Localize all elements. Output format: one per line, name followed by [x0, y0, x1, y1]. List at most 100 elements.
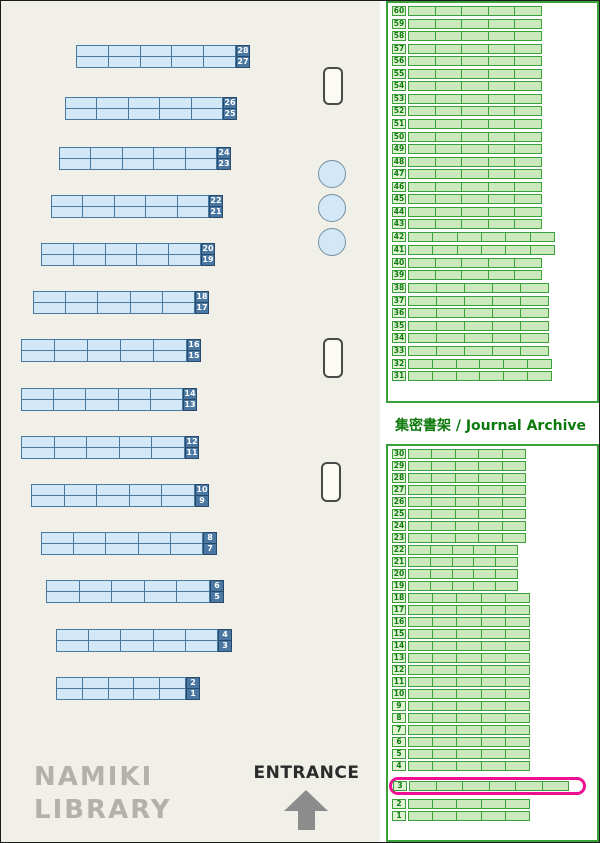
- shelf-section: [515, 133, 541, 141]
- shelf-section: [436, 19, 463, 28]
- archive-shelf: [408, 295, 549, 306]
- shelf-section: [457, 702, 482, 710]
- shelf-section: [409, 245, 434, 254]
- archive-row-45: 45: [392, 194, 597, 204]
- archive-row-25: 25: [392, 509, 597, 519]
- archive-row-19: 19: [392, 581, 597, 591]
- shelf-section: [409, 546, 431, 554]
- archive-shelf-number-33: 33: [392, 345, 406, 356]
- shelf-section: [130, 485, 163, 495]
- shelf-section: [74, 533, 107, 543]
- archive-row-50: 50: [392, 131, 597, 142]
- shelf-section: [457, 594, 482, 602]
- archive-shelf-number-58: 58: [392, 31, 406, 41]
- archive-row-28: 28: [392, 473, 597, 483]
- shelf-section: [131, 292, 163, 302]
- shelf-section: [462, 258, 489, 267]
- shelf-section: [489, 69, 516, 78]
- shelf-section: [436, 271, 463, 279]
- shelf-section: [432, 522, 456, 530]
- shelf-section: [409, 474, 433, 482]
- entrance-arrow-icon: [284, 790, 328, 830]
- shelf-section: [489, 44, 516, 53]
- shelf-section: [106, 533, 139, 543]
- shelf-section: [74, 544, 107, 554]
- archive-shelf: [408, 257, 542, 268]
- archive-shelf: [408, 81, 542, 91]
- shelf-section: [489, 220, 516, 228]
- shelf-section: [506, 738, 529, 746]
- shelf-section: [462, 207, 489, 216]
- shelf-section: [515, 271, 541, 279]
- shelf-section: [409, 570, 431, 578]
- archive-row-51: 51: [392, 118, 597, 129]
- shelf-section: [60, 159, 92, 169]
- archive-shelf: [408, 358, 552, 369]
- shelf-section: [204, 57, 235, 67]
- shelf-section: [456, 474, 480, 482]
- shelf-section: [146, 207, 178, 217]
- archive-shelf: [408, 485, 526, 495]
- shelf-section: [409, 321, 437, 330]
- archive-shelf: [408, 144, 542, 154]
- shelf-section: [32, 496, 65, 506]
- shelf-section: [409, 510, 433, 518]
- archive-shelf: [408, 641, 530, 651]
- shelf-section: [456, 462, 480, 470]
- shelf-section: [462, 220, 489, 228]
- shelf-section: [109, 57, 141, 67]
- archive-shelf: [408, 749, 530, 759]
- bookshelf-row: 24: [59, 147, 231, 159]
- arrow-stem: [297, 811, 315, 830]
- shelf-section: [55, 437, 88, 447]
- archive-shelf-number-18: 18: [392, 593, 406, 603]
- shelf-section: [409, 702, 434, 710]
- shelf-section: [57, 641, 90, 651]
- archive-shelf-number-36: 36: [392, 308, 406, 318]
- shelf-section: [458, 245, 482, 254]
- shelf-section: [462, 107, 489, 115]
- archive-shelf: [408, 345, 549, 356]
- shelf-section: [47, 592, 80, 602]
- shelf-section: [453, 546, 475, 554]
- archive-row-22: 22: [392, 545, 597, 555]
- shelf-section: [433, 630, 458, 638]
- shelf-section: [515, 82, 541, 90]
- shelf-section: [515, 183, 541, 191]
- shelf-section: [433, 762, 458, 770]
- archive-row-53: 53: [392, 93, 597, 104]
- archive-shelf-number-54: 54: [392, 81, 406, 91]
- archive-shelf: [408, 43, 542, 54]
- archive-row-42: 42: [392, 232, 597, 242]
- shelf-section: [437, 321, 465, 330]
- archive-row-52: 52: [392, 106, 597, 116]
- shelf-section: [515, 57, 541, 65]
- shelf-section: [141, 57, 173, 67]
- archive-shelf-number-41: 41: [392, 244, 406, 255]
- archive-row-4: 4: [392, 761, 597, 771]
- archive-row-12: 12: [392, 665, 597, 675]
- pillar: [321, 462, 341, 502]
- shelf-section: [521, 334, 548, 342]
- shelf-section: [457, 618, 482, 626]
- archive-shelf-number-60: 60: [392, 6, 406, 16]
- archive-shelf: [408, 93, 542, 104]
- archive-shelf-number-5: 5: [392, 749, 406, 759]
- shelf-section: [87, 437, 120, 447]
- shelf-section: [458, 233, 482, 241]
- shelf-section: [42, 544, 75, 554]
- shelf-section: [409, 762, 434, 770]
- shelf-section: [66, 109, 98, 119]
- shelf-section: [52, 196, 84, 206]
- shelf-section: [506, 702, 529, 710]
- shelf-section: [98, 292, 131, 302]
- shelf-section: [89, 641, 122, 651]
- shelf-section: [131, 303, 163, 313]
- shelf-section: [409, 654, 434, 662]
- archive-shelf: [408, 677, 530, 687]
- shelf-section: [409, 498, 433, 506]
- shelf-section: [171, 533, 202, 543]
